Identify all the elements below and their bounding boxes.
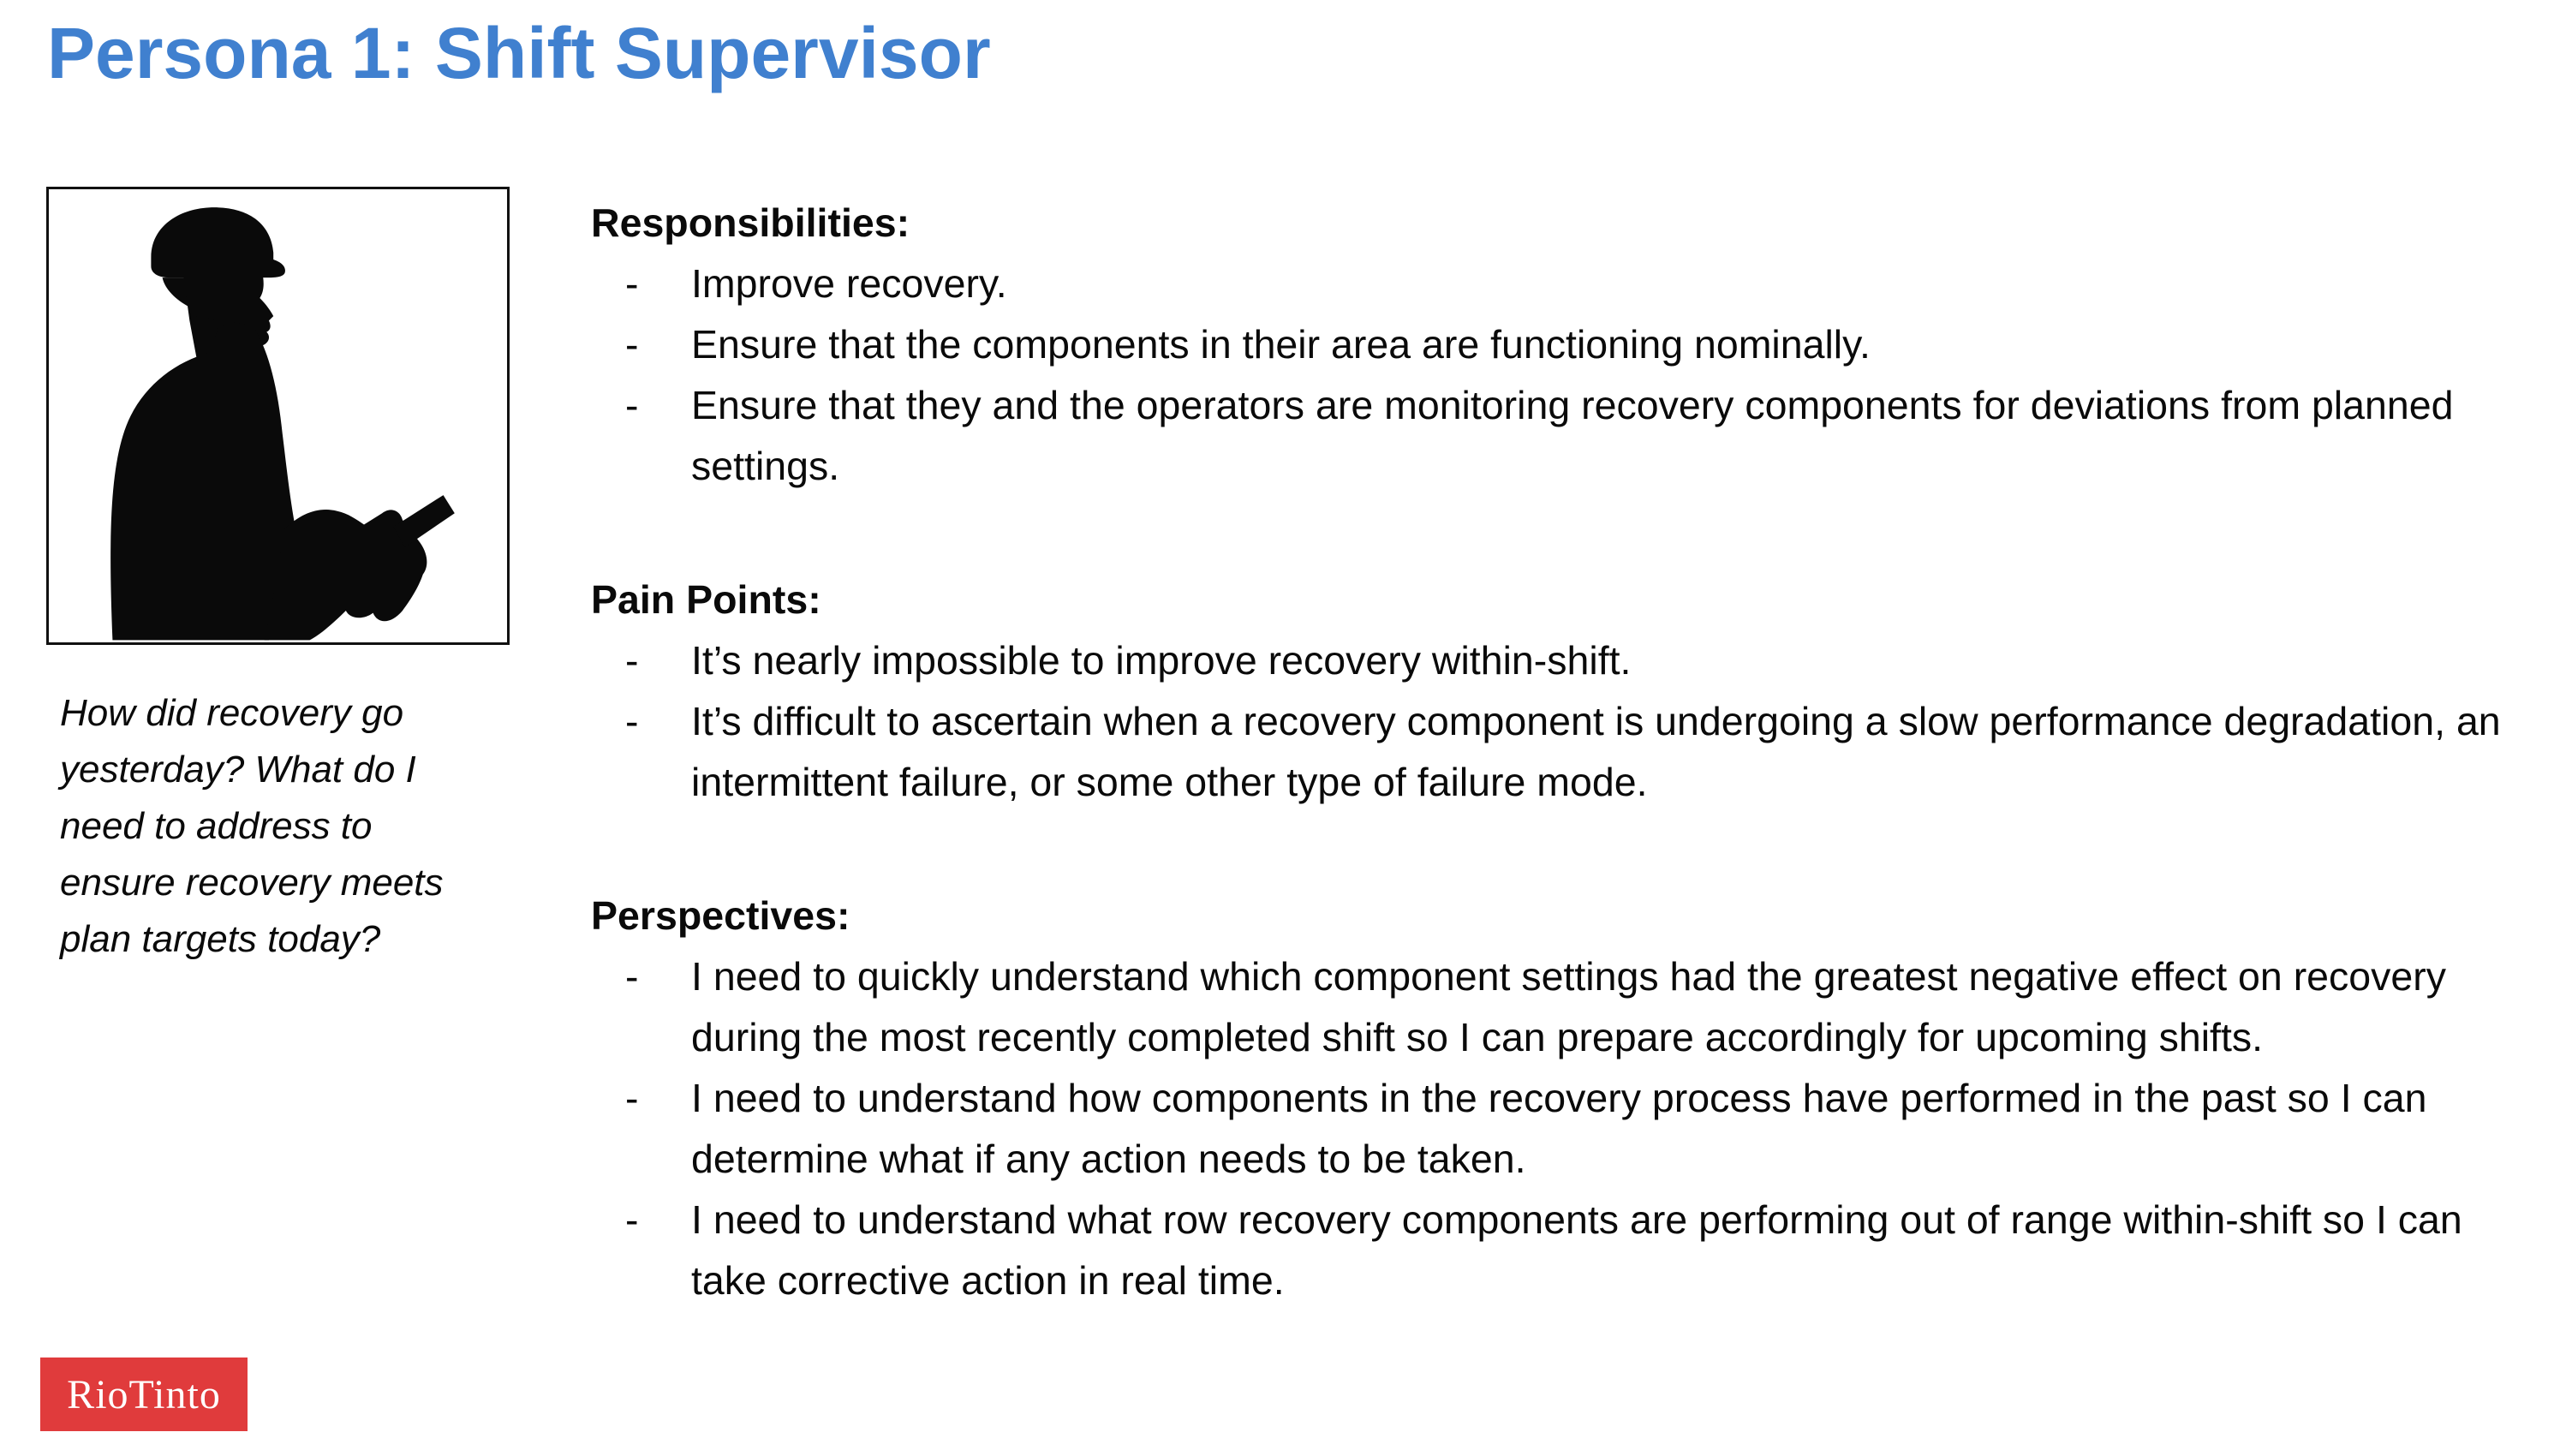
bullet-dash: - <box>625 638 639 683</box>
page-title: Persona 1: Shift Supervisor <box>47 13 991 93</box>
bullet-dash: - <box>625 954 639 999</box>
rio-tinto-logo: RioTinto <box>40 1358 248 1431</box>
persona-details: Responsibilities: - Improve recovery. - … <box>591 193 2514 1311</box>
bullet-dash: - <box>625 1076 639 1120</box>
section-pain-points: Pain Points: - It’s nearly impossible to… <box>591 570 2514 813</box>
section-perspectives: Perspectives: - I need to quickly unders… <box>591 886 2514 1311</box>
bullet-text: I need to understand what row recovery c… <box>691 1197 2462 1303</box>
bullet-item: - Ensure that they and the operators are… <box>591 375 2514 497</box>
bullet-item: - I need to understand what row recovery… <box>591 1190 2514 1311</box>
bullet-item: - Improve recovery. <box>591 254 2514 314</box>
bullet-text: I need to quickly understand which compo… <box>691 954 2446 1059</box>
bullet-text: It’s difficult to ascertain when a recov… <box>691 699 2501 804</box>
persona-photo <box>46 187 510 645</box>
bullet-text: Improve recovery. <box>691 261 1007 306</box>
bullet-dash: - <box>625 383 639 427</box>
section-heading: Perspectives: <box>591 893 850 938</box>
bullet-text: Ensure that they and the operators are m… <box>691 383 2454 488</box>
rio-tinto-logo-text: RioTinto <box>67 1371 221 1417</box>
bullet-dash: - <box>625 1197 639 1242</box>
bullet-dash: - <box>625 322 639 367</box>
section-heading: Responsibilities: <box>591 200 910 245</box>
bullet-item: - I need to understand how components in… <box>591 1068 2514 1190</box>
bullet-dash: - <box>625 261 639 306</box>
bullet-text: It’s nearly impossible to improve recove… <box>691 638 1632 683</box>
persona-quote: How did recovery go yesterday? What do I… <box>60 692 444 960</box>
bullet-dash: - <box>625 699 639 743</box>
bullet-text: I need to understand how components in t… <box>691 1076 2427 1181</box>
worker-silhouette-image <box>110 207 455 641</box>
bullet-item: - It’s difficult to ascertain when a rec… <box>591 691 2514 813</box>
bullet-item: - It’s nearly impossible to improve reco… <box>591 630 2514 691</box>
bullet-text: Ensure that the components in their area… <box>691 322 1871 367</box>
bullet-item: - Ensure that the components in their ar… <box>591 314 2514 375</box>
section-responsibilities: Responsibilities: - Improve recovery. - … <box>591 193 2514 497</box>
section-heading: Pain Points: <box>591 577 821 622</box>
bullet-item: - I need to quickly understand which com… <box>591 946 2514 1068</box>
